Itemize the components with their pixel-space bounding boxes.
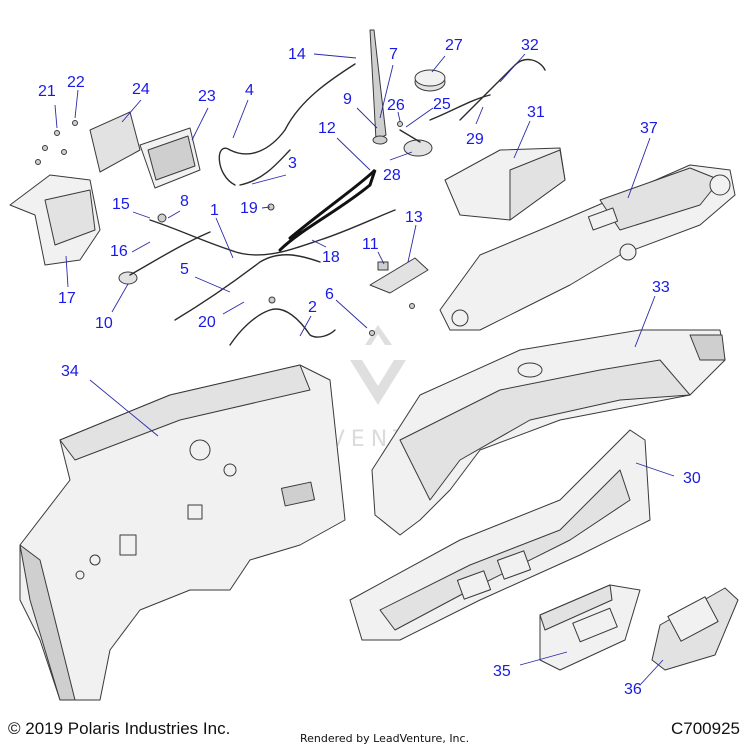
part-24-display-bracket[interactable]	[89, 111, 141, 173]
part-7-antenna[interactable]	[369, 29, 388, 145]
callout-9[interactable]: 9	[343, 91, 352, 108]
callout-24[interactable]: 24	[132, 81, 150, 98]
callout-labels: 1 2 3 4 5 6 7 8 9 10 11 12 13 14 15 16 1…	[38, 37, 701, 698]
callout-10[interactable]: 10	[95, 315, 113, 332]
part-33-lower-dash[interactable]	[371, 329, 726, 536]
part-27-cap[interactable]	[414, 69, 446, 92]
callout-12[interactable]: 12	[318, 120, 336, 137]
callout-6[interactable]: 6	[325, 286, 334, 303]
callout-29[interactable]: 29	[466, 131, 484, 148]
callout-5[interactable]: 5	[180, 261, 189, 278]
callout-31[interactable]: 31	[527, 104, 545, 121]
callout-11[interactable]: 11	[362, 236, 379, 253]
callout-22[interactable]: 22	[67, 74, 85, 91]
callout-13[interactable]: 13	[405, 209, 423, 226]
callout-18[interactable]: 18	[322, 249, 340, 266]
part-31-storage-box[interactable]	[444, 147, 566, 221]
part-37-upper-dash[interactable]	[439, 164, 736, 331]
callout-34[interactable]: 34	[61, 363, 79, 380]
callout-23[interactable]: 23	[198, 88, 216, 105]
callout-27[interactable]: 27	[445, 37, 463, 54]
fastener-group[interactable]	[35, 120, 415, 336]
callout-37[interactable]: 37	[640, 120, 658, 137]
leader-lines	[54, 53, 675, 686]
part-30-dash-support[interactable]	[349, 429, 651, 641]
callout-33[interactable]: 33	[652, 279, 670, 296]
callout-20[interactable]: 20	[198, 314, 216, 331]
callout-28[interactable]: 28	[383, 167, 401, 184]
part-35-switch-tray[interactable]	[539, 584, 641, 671]
part-13-bracket[interactable]	[369, 257, 429, 294]
callout-25[interactable]: 25	[433, 96, 451, 113]
callout-15[interactable]: 15	[112, 196, 130, 213]
callout-36[interactable]: 36	[624, 681, 642, 698]
part-36-switch-bezel[interactable]	[651, 587, 739, 671]
callout-16[interactable]: 16	[110, 243, 128, 260]
callout-14[interactable]: 14	[288, 46, 306, 63]
callout-2[interactable]: 2	[308, 299, 317, 316]
callout-3[interactable]: 3	[288, 155, 297, 172]
callout-7[interactable]: 7	[389, 46, 398, 63]
callout-1[interactable]: 1	[210, 202, 219, 219]
callout-35[interactable]: 35	[493, 663, 511, 680]
rendered-by-text: Rendered by LeadVenture, Inc.	[300, 732, 470, 745]
copyright-text: © 2019 Polaris Industries Inc.	[8, 719, 231, 738]
part-11-clip[interactable]	[377, 261, 389, 271]
callout-19[interactable]: 19	[240, 200, 258, 217]
callout-8[interactable]: 8	[180, 193, 189, 210]
callout-17[interactable]: 17	[58, 290, 76, 307]
callout-4[interactable]: 4	[245, 82, 254, 99]
part-17-gauge-housing[interactable]	[9, 174, 101, 266]
callout-26[interactable]: 26	[387, 97, 405, 114]
part-10-sensor[interactable]	[118, 271, 138, 285]
part-34-firewall-panel[interactable]	[19, 364, 346, 701]
callout-21[interactable]: 21	[38, 83, 56, 100]
callout-30[interactable]: 30	[683, 470, 701, 487]
diagram-code: C700925	[670, 719, 740, 738]
part-23-display[interactable]	[139, 127, 201, 189]
callout-32[interactable]: 32	[521, 37, 539, 54]
